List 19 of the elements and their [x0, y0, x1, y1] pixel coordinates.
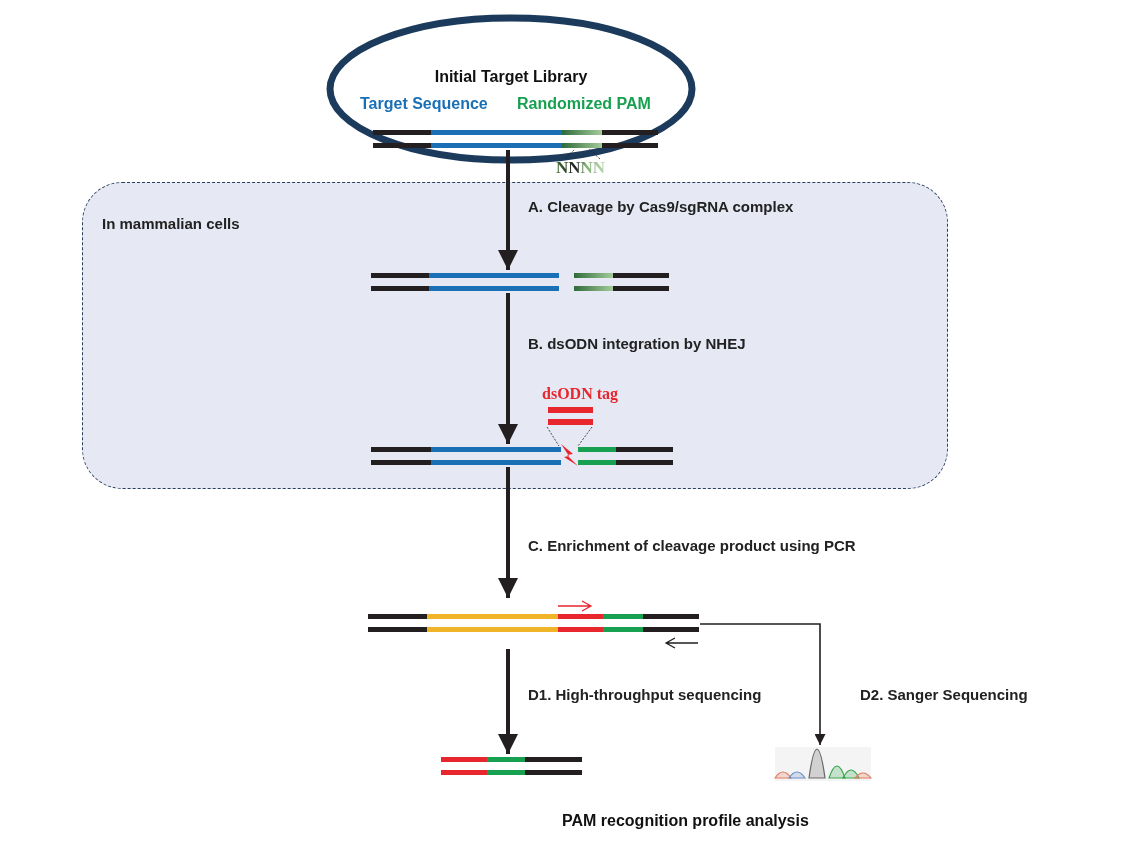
- edge-label: D1. High-throughput sequencing: [528, 687, 762, 704]
- edge-label: C. Enrichment of cleavage product using PCR: [528, 538, 856, 555]
- arrow: [498, 467, 518, 598]
- edge-label: D2. Sanger Sequencing: [860, 687, 1028, 704]
- title-text: Initial Target Library: [433, 68, 589, 86]
- edge-label: A. Cleavage by Cas9/sgRNA complex: [528, 199, 794, 216]
- sequence-label: Randomized PAM: [517, 95, 651, 113]
- arrow: [498, 293, 518, 444]
- caption-text: PAM recognition profile analysis: [562, 812, 809, 830]
- arrow: [498, 150, 518, 270]
- sequence-label: Target Sequence: [360, 95, 488, 113]
- edge-label: B. dsODN integration by NHEJ: [528, 336, 746, 353]
- arrow: [498, 649, 518, 754]
- leader-line: [564, 148, 601, 160]
- cell-region: [82, 182, 948, 489]
- leader-line: [546, 426, 593, 447]
- arrow: [699, 623, 826, 746]
- tag-label: dsODN tag: [542, 385, 618, 403]
- region-label: In mammalian cells: [102, 216, 240, 233]
